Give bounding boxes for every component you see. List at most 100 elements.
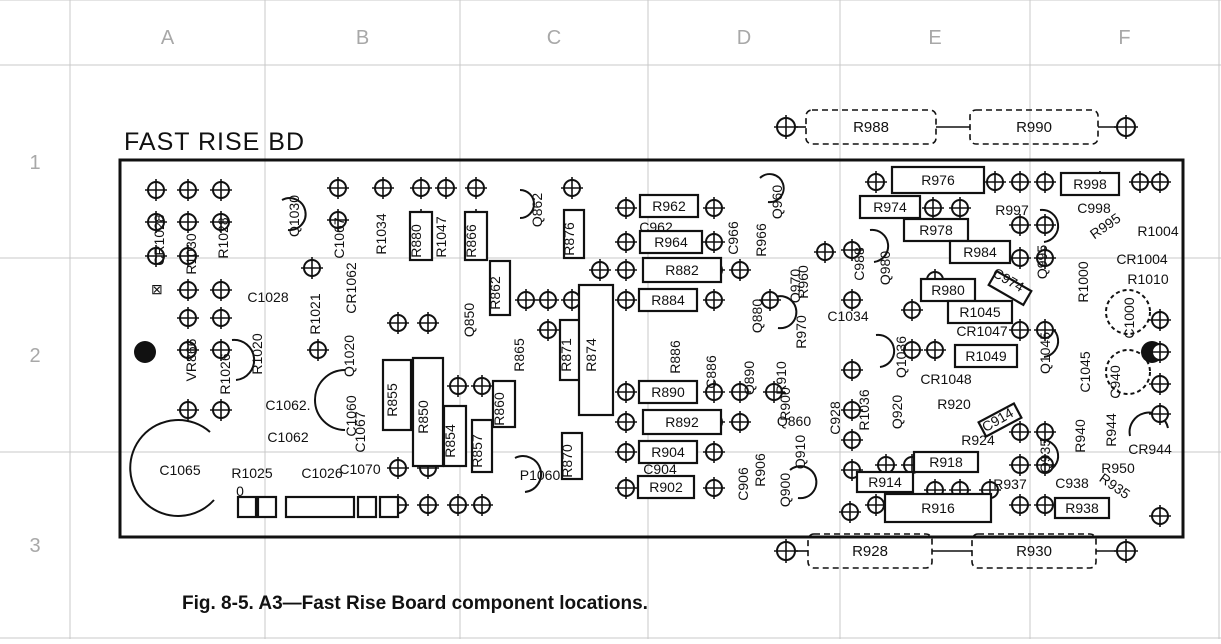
- resistor-r976: R976: [890, 165, 986, 195]
- solder-pad: [901, 299, 923, 321]
- resistor-r874: R874: [577, 283, 615, 417]
- transistor-q900-outline: [789, 465, 818, 500]
- solder-pad: [145, 179, 167, 201]
- resistor-label-r855: R855: [384, 383, 400, 417]
- solder-pad: [774, 539, 798, 563]
- component-label-c1045: C1045: [1077, 351, 1093, 392]
- solder-pad: [210, 399, 232, 421]
- solder-pad: [537, 319, 559, 341]
- component-label-c962: C962: [639, 219, 673, 235]
- board-title: FAST RISE BD: [124, 128, 305, 156]
- resistor-r974: R974: [858, 194, 922, 220]
- solder-pad: [1009, 171, 1031, 193]
- connector-pin-4: [378, 495, 400, 519]
- resistor-r974-body: [987, 269, 1033, 307]
- solder-pad: [1034, 214, 1056, 236]
- component-label-c1034: C1034: [827, 308, 868, 324]
- solder-pad: [210, 211, 232, 233]
- component-label-q910: Q910: [792, 435, 808, 469]
- resistor-label-r1049: R1049: [965, 348, 1006, 364]
- solder-pad: [615, 381, 637, 403]
- solder-pad: [1149, 505, 1171, 527]
- solder-pad: [387, 457, 409, 479]
- component-label-r906: R906: [752, 453, 768, 487]
- resistor-label-r876: R876: [561, 222, 577, 256]
- resistor-label-r904: R904: [651, 444, 685, 460]
- solder-pad: [177, 245, 199, 267]
- resistor-label-r930: R930: [1016, 543, 1052, 560]
- solder-pad: [447, 494, 469, 516]
- resistor-r860: R860: [491, 379, 517, 429]
- component-label-r966: R966: [753, 223, 769, 257]
- resistor-label-r880: R880: [408, 224, 424, 258]
- solder-pad: [145, 211, 167, 233]
- component-label-c904: C904: [643, 461, 677, 477]
- resistor-label-r964: R964: [654, 234, 688, 250]
- component-label-r950: R950: [1101, 460, 1135, 476]
- resistor-r914-diag-body: [977, 402, 1023, 438]
- solder-pad: [1114, 539, 1138, 563]
- transistor-q980-outline: [869, 228, 890, 263]
- solder-pad: [447, 375, 469, 397]
- component-label-c1062: C1062: [267, 429, 308, 445]
- solder-pad: [615, 441, 637, 463]
- solder-pad: [922, 197, 944, 219]
- solder-pad: [1009, 494, 1031, 516]
- solder-pad: [841, 459, 863, 481]
- transistor-q862-outline: [519, 189, 535, 219]
- component-label-p1060: P1060: [520, 467, 561, 483]
- resistor-label-r854: R854: [442, 424, 458, 458]
- resistor-r880: R880: [408, 210, 434, 262]
- transistor-q1036-outline: [875, 333, 896, 368]
- mounting-hole-left: [134, 341, 156, 363]
- zone-column-label-f: F: [1118, 27, 1130, 49]
- figure-caption: Fig. 8-5. A3—Fast Rise Board component l…: [182, 593, 648, 614]
- resistor-r855: R855: [381, 358, 413, 432]
- resistor-r980: R980: [919, 277, 977, 303]
- capacitor-c1026-outline: [129, 418, 215, 517]
- resistor-r882: R882: [641, 256, 723, 284]
- resistor-label-r937: R937: [993, 476, 1027, 492]
- component-label-q960: Q960: [769, 185, 785, 219]
- solder-pad: [703, 477, 725, 499]
- resistor-r871: R871: [558, 318, 584, 382]
- solder-pad: [1149, 309, 1171, 331]
- component-label-c1067: C1067: [352, 411, 368, 452]
- zone-row-label-2: 2: [29, 345, 40, 367]
- component-label-r1028: R1028: [215, 217, 231, 258]
- resistor-label-r997: R997: [995, 202, 1029, 218]
- resistor-label-r865: R865: [511, 338, 527, 372]
- solder-pad: [210, 339, 232, 361]
- transistor-q995-outline: [1039, 208, 1060, 243]
- resistor-r862: R862: [487, 259, 512, 317]
- component-label-c886: C886: [703, 355, 719, 389]
- component-label-c988: C988: [851, 247, 867, 281]
- component-label-c1026: C1026: [301, 465, 342, 481]
- component-label-c938: C938: [1055, 475, 1089, 491]
- component-label-q850: Q850: [461, 303, 477, 337]
- solder-pad: [537, 289, 559, 311]
- zone-column-label-c: C: [547, 27, 561, 49]
- component-label-c1000: C1000: [1121, 297, 1137, 338]
- component-label-q1045: Q1045: [1037, 332, 1053, 374]
- component-label-r944: R944: [1103, 413, 1119, 447]
- component-label-r1030: R1030: [183, 233, 199, 274]
- component-label-c1067: C1067: [331, 217, 347, 258]
- resistor-label-r902: R902: [649, 479, 683, 495]
- board-outline: [118, 158, 1185, 539]
- transistor-q1020-outline: [231, 338, 256, 381]
- component-label-r960: R960: [795, 265, 811, 299]
- solder-pad: [210, 279, 232, 301]
- resistor-label-r920: R920: [937, 396, 971, 412]
- solder-pad: [1009, 247, 1031, 269]
- resistor-label-r938: R938: [1065, 500, 1099, 516]
- component-label-c1028: C1028: [247, 289, 288, 305]
- solder-pad: [1114, 115, 1138, 139]
- component-label-r1000: R1000: [1075, 261, 1091, 302]
- zone-column-label-e: E: [928, 27, 941, 49]
- component-label-r1021: R1021: [307, 293, 323, 334]
- solder-pad: [210, 307, 232, 329]
- component-label-cr1047: CR1047: [956, 323, 1008, 339]
